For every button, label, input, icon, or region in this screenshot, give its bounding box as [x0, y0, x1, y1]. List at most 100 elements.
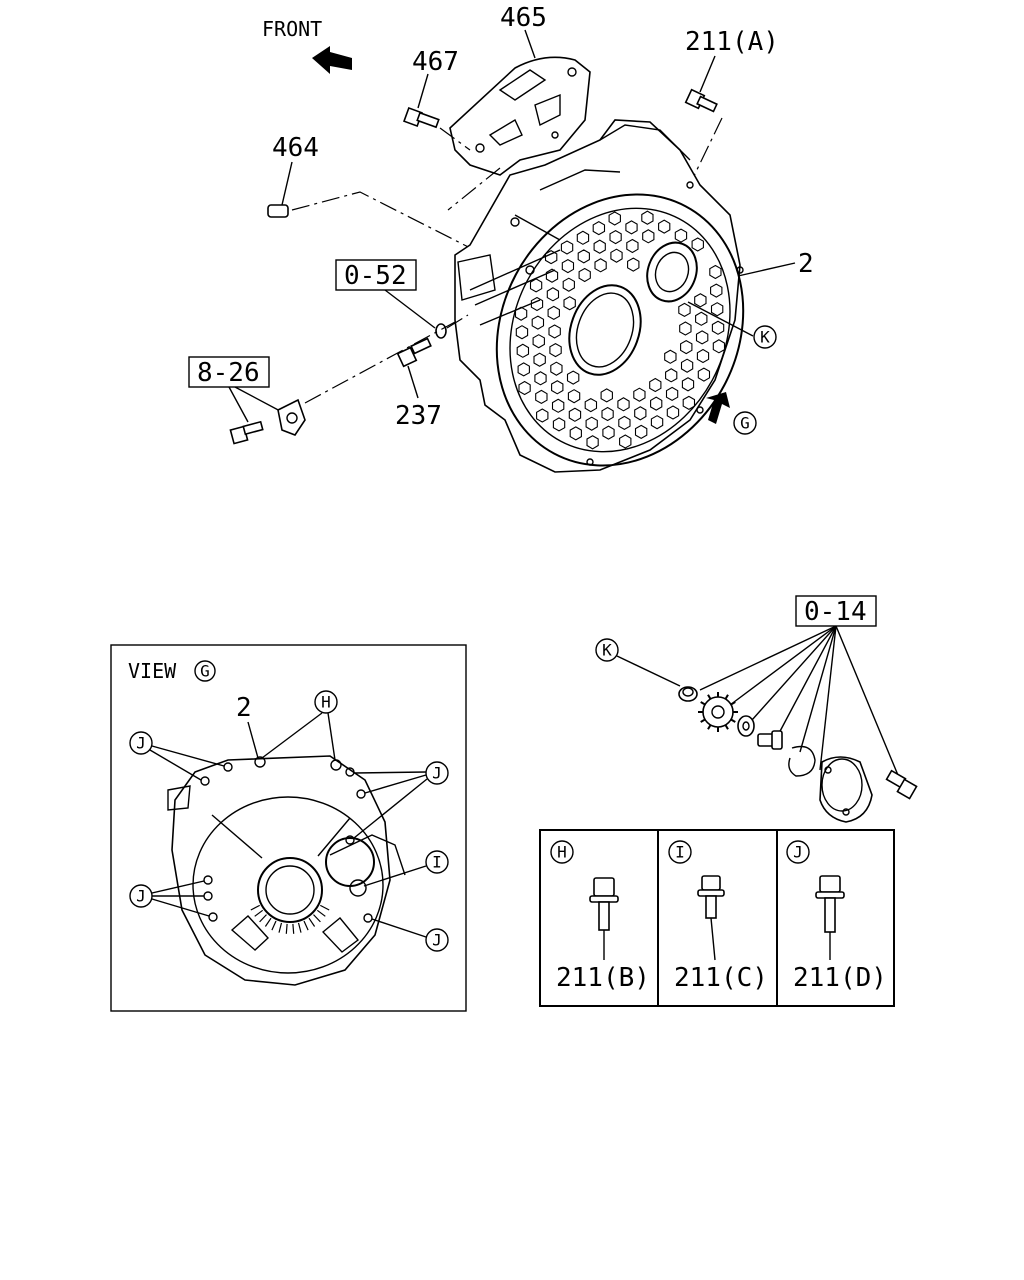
- housing-rib-cell: [535, 389, 548, 405]
- view-g-housing: [167, 755, 406, 986]
- housing-rib-cell: [529, 278, 543, 293]
- view-title: VIEW: [128, 659, 177, 683]
- view-callout-i: [425, 850, 449, 874]
- housing-rib-cell: [592, 220, 606, 236]
- housing-rib-cell: [618, 415, 631, 431]
- pinion-gear: [698, 692, 738, 732]
- housing-rib-cell: [584, 397, 598, 413]
- view-gear-tooth: [303, 920, 309, 931]
- housing-rib-cell: [562, 277, 575, 292]
- pin-464: [267, 204, 289, 218]
- o-ring-detail: [788, 745, 816, 777]
- ref-0-14-leaders: [699, 625, 901, 781]
- housing-rib-cell: [682, 395, 696, 411]
- housing-rib-cell: [577, 249, 590, 264]
- starter-cover-detail: [819, 756, 873, 823]
- part-label-465: 465: [500, 3, 547, 33]
- callout-k-detail: [595, 638, 619, 662]
- sensor-bracket-8-26: [277, 398, 306, 436]
- view-gear-tooth: [264, 917, 272, 927]
- housing-rib-cell: [626, 238, 639, 254]
- view-gear-tooth: [297, 922, 302, 933]
- housing-rib-cell: [517, 362, 530, 377]
- housing-rib-cell: [642, 229, 655, 244]
- table-callout-h-letter: H: [557, 843, 567, 862]
- part-label-237: 237: [395, 401, 442, 431]
- housing-rib-cell: [548, 324, 561, 339]
- callout-g-letter: G: [740, 414, 750, 433]
- housing-rib-cell: [633, 387, 646, 402]
- housing-rib-cell: [546, 287, 560, 302]
- housing-rib-cell: [641, 210, 654, 225]
- housing-rib-cell: [610, 248, 623, 263]
- bolt-detail: [885, 769, 918, 800]
- housing-rib-cell: [681, 377, 695, 392]
- housing-rib-cell: [549, 342, 562, 358]
- housing-rib-cell: [696, 348, 710, 364]
- housing-rib-cell: [711, 320, 725, 335]
- table-callout-h: [550, 840, 574, 864]
- housing-rib-cell: [561, 258, 575, 274]
- part-label-211d: 211(D): [793, 963, 887, 993]
- view-gear-tooth: [308, 917, 316, 927]
- front-arrow-icon: [312, 46, 352, 74]
- view-gear-tooth: [250, 904, 260, 911]
- housing-rib-cell: [516, 343, 530, 358]
- part-label-467: 467: [412, 47, 459, 77]
- table-callout-j: [786, 840, 810, 864]
- housing-rib-cell: [617, 397, 630, 412]
- housing-rib-cell: [593, 239, 606, 254]
- housing-rib-cell: [609, 229, 622, 245]
- bolt-table: [539, 829, 895, 1007]
- view-g-panel: [110, 644, 467, 1012]
- housing-rib-cell: [694, 293, 707, 308]
- part-label-2: 2: [798, 249, 814, 279]
- table-callout-j-letter: J: [793, 843, 803, 862]
- housing-rib-cell: [585, 416, 598, 431]
- pinion-gear-tooth: [730, 701, 736, 706]
- view-callout-j1-letter: J: [136, 734, 146, 753]
- view-callout-i-letter: I: [432, 853, 442, 872]
- housing-rib-cell: [514, 306, 528, 321]
- view-gear-tooth: [254, 909, 264, 917]
- housing-rib-cell: [674, 228, 688, 243]
- housing-rib-cell: [709, 264, 722, 280]
- housing-rib-cell: [695, 311, 708, 326]
- view-callout-j3-letter: J: [136, 887, 146, 906]
- housing-rib-cell: [650, 415, 664, 430]
- bolt-211a: [684, 88, 718, 113]
- housing-rib-cell: [602, 425, 615, 440]
- front-label: FRONT: [262, 17, 322, 41]
- housing-rib-cell: [531, 315, 545, 330]
- view-callout-h: [314, 690, 338, 714]
- view-callout-h-letter: H: [321, 693, 331, 712]
- callout-k-detail-letter: K: [602, 641, 612, 660]
- view-gear-tooth: [259, 914, 267, 923]
- view-callout-j4-letter: J: [432, 931, 442, 950]
- housing-rib-cell: [600, 388, 613, 403]
- view-gear-tooth: [285, 923, 288, 934]
- housing-rib-cell: [594, 258, 607, 273]
- view-arrow-icon: [706, 392, 730, 424]
- ref-box-0-14-text: 0-14: [804, 597, 867, 627]
- housing-rib-cell: [712, 339, 726, 354]
- housing-rib-cell: [586, 435, 599, 450]
- bolt-237: [396, 337, 432, 368]
- view-gear-tooth: [278, 922, 283, 933]
- view-part-label-2: 2: [236, 693, 252, 723]
- pinion-gear-tooth: [730, 718, 736, 723]
- view-callout-j2-letter: J: [432, 764, 442, 783]
- housing-rib-cell: [568, 407, 582, 422]
- table-callout-i: [668, 840, 692, 864]
- housing-rib-cell: [544, 249, 558, 265]
- pinion-gear-tooth: [700, 701, 706, 706]
- cover-plate-465: [449, 56, 591, 176]
- housing-rib-cell: [680, 358, 694, 373]
- pinion-gear-tooth: [707, 694, 712, 700]
- view-gear-tooth: [313, 914, 321, 923]
- view-callout-j-bottom-right: [425, 928, 449, 952]
- housing-rib-cell: [536, 408, 549, 423]
- flywheel-housing: [454, 119, 745, 473]
- housing-rib-cell: [650, 396, 663, 411]
- bolt-211c: [697, 875, 725, 919]
